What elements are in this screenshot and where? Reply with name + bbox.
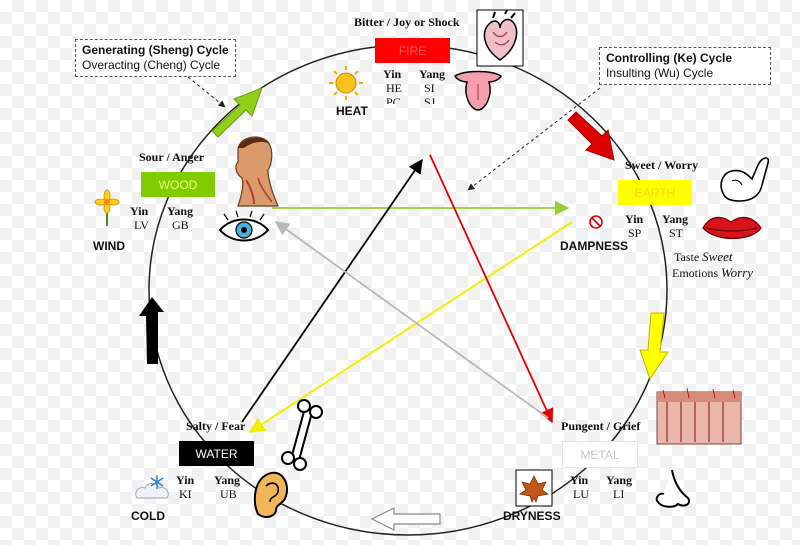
wood-yang-organ: GB (172, 218, 189, 232)
earth-taste-prefix: Taste (674, 250, 700, 264)
sheng-arrow-water-to-wood (139, 297, 164, 364)
ear-icon (253, 471, 288, 518)
fire-element-box: FIRE (375, 38, 450, 63)
wood-yin-organ: LV (134, 218, 149, 232)
fire-climate-label: HEAT (336, 104, 368, 118)
sheng-arrow-earth-to-metal (639, 312, 669, 381)
wood-yin-label: Yin (130, 204, 149, 218)
lips-icon (702, 216, 762, 239)
heart-icon (476, 9, 524, 67)
bone-icon (281, 399, 323, 471)
water-element-box: WATER (179, 441, 254, 466)
earth-yang-label: Yang (662, 212, 689, 226)
metal-yin-organ: LU (573, 487, 589, 501)
metal-element-box: METAL (562, 441, 638, 468)
water-climate-label: COLD (131, 509, 165, 523)
earth-element-label: EARTH (634, 185, 676, 200)
generating-cycle-title: Generating (Sheng) Cycle (82, 43, 229, 57)
earth-emotion-label: Sweet / Worry (625, 158, 699, 172)
controlling-cycle-callout: Controlling (Ke) Cycle Insulting (Wu) Cy… (599, 47, 771, 85)
sun-icon (329, 66, 363, 100)
fire-yang-organ-2: SJ (424, 95, 436, 104)
fire-element-label: FIRE (398, 43, 427, 58)
wood-element-label: WOOD (158, 177, 198, 192)
arm-icon (720, 157, 770, 202)
no-symbol-icon (589, 215, 603, 229)
tongue-icon (454, 70, 502, 111)
head-icon (235, 136, 279, 207)
callout-pointer-controlling (467, 87, 601, 191)
ke-arrow-fire-to-metal (429, 154, 554, 424)
wood-emotion-label: Sour / Anger (139, 150, 205, 164)
earth-climate-label: DAMPNESS (560, 239, 629, 253)
ke-arrow-water-to-fire (241, 158, 423, 423)
earth-taste-line: Taste Sweet (674, 249, 733, 264)
generating-cycle-callout: Generating (Sheng) Cycle Overacting (Che… (75, 39, 236, 77)
fire-yin-organ-2: PC (386, 95, 401, 104)
insulting-cycle-subtitle: Insulting (Wu) Cycle (606, 66, 714, 80)
water-yin-label: Yin (176, 473, 195, 487)
callout-pointer-generating (187, 76, 226, 108)
fire-yin-organ-1: HE (386, 81, 402, 95)
earth-emotions-word: Worry (721, 265, 754, 280)
wood-climate-label: WIND (93, 239, 125, 253)
earth-yin-label: Yin (625, 212, 644, 226)
fire-organ-row-2: PC SJ (380, 94, 450, 104)
water-element-label: WATER (195, 446, 238, 461)
eye-icon (218, 210, 270, 242)
daffodil-icon (94, 189, 120, 226)
sheng-arrow-wood-to-fire (211, 87, 263, 138)
nose-icon (655, 469, 690, 508)
metal-emotion-label: Pungent / Grief (561, 419, 641, 433)
metal-yang-label: Yang (606, 473, 633, 487)
skin-tissue-icon (656, 387, 742, 445)
metal-yin-label: Yin (570, 473, 589, 487)
fire-yang-label: Yang (419, 67, 446, 81)
ke-arrow-metal-to-wood (274, 221, 549, 419)
wood-yang-label: Yang (167, 204, 194, 218)
fire-yin-label: Yin (383, 67, 402, 81)
sheng-arrow-fire-to-earth (567, 111, 615, 161)
metal-yang-organ: LI (613, 487, 625, 501)
water-yang-organ: UB (220, 487, 237, 501)
earth-emotions-line: Emotions Worry (672, 265, 754, 280)
overacting-cycle-subtitle: Overacting (Cheng) Cycle (82, 58, 221, 72)
sheng-arrow-metal-to-water (370, 507, 441, 531)
earth-element-box: EARTH (618, 180, 692, 205)
leaf-icon (515, 469, 553, 507)
earth-emotions-prefix: Emotions (672, 266, 719, 280)
water-yang-label: Yang (214, 473, 241, 487)
fire-emotion-label: Bitter / Joy or Shock (354, 15, 460, 29)
water-emotion-label: Salty / Fear (186, 419, 246, 433)
fire-yang-organ-1: SI (424, 81, 435, 95)
snowflake-cloud-icon (135, 475, 169, 499)
water-yin-organ: KI (179, 487, 192, 501)
earth-yang-organ: ST (669, 226, 684, 240)
metal-climate-label: DRYNESS (503, 509, 561, 523)
wood-element-box: WOOD (141, 172, 215, 197)
metal-element-label: METAL (580, 447, 620, 462)
controlling-cycle-title: Controlling (Ke) Cycle (606, 51, 733, 65)
earth-yin-organ: SP (628, 226, 642, 240)
earth-taste-word: Sweet (702, 249, 733, 264)
ke-arrow-earth-to-water (248, 221, 573, 433)
